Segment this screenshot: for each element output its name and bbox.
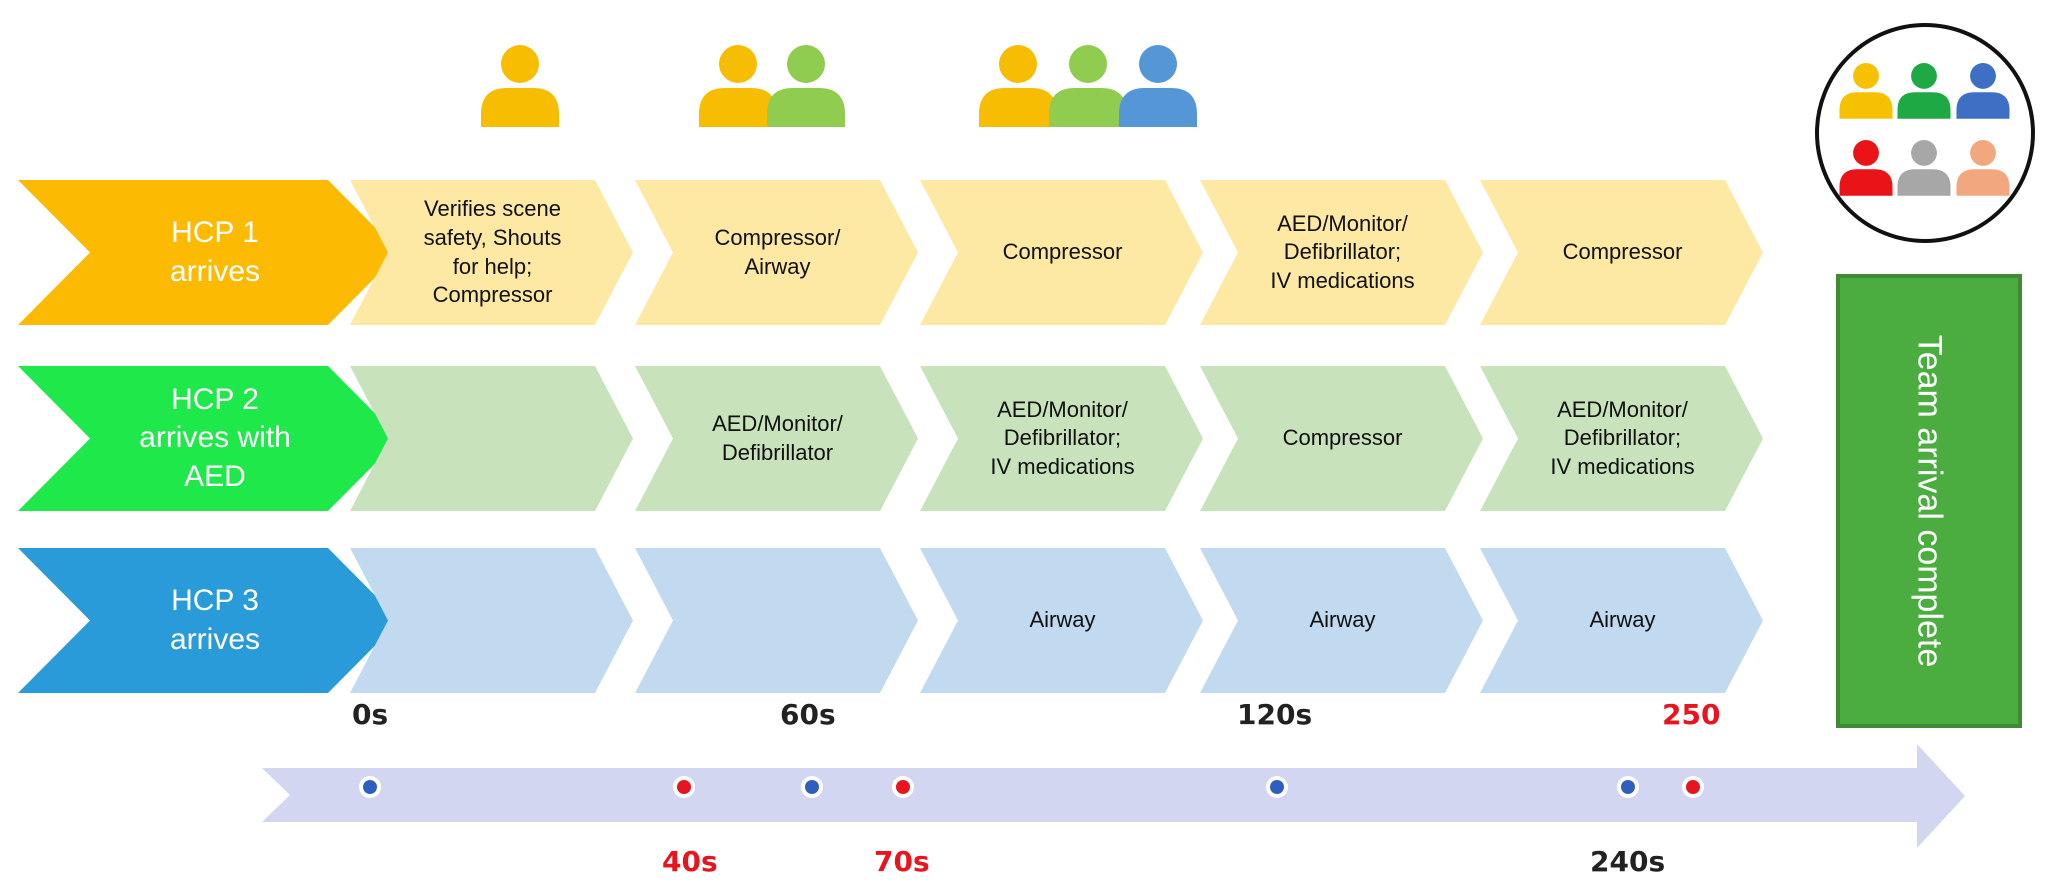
hcp2-stage-2-label: AED/Monitor/ Defibrillator [712, 410, 843, 465]
team-person-icon-3-body [1956, 92, 2010, 119]
person-icon-group1-1-body [481, 88, 559, 127]
hcp3-stage-5-label: Airway [1589, 607, 1656, 633]
hcp2-stage-2-arrow [635, 366, 918, 511]
hcp2-stage-5-arrow [1480, 366, 1763, 511]
hcp3-stage-1-label [380, 548, 605, 693]
timeline-marker-6 [1621, 780, 1635, 794]
hcp1-stage-5-arrow [1480, 180, 1763, 325]
person-icon-group3-2-body [1049, 88, 1127, 127]
team-person-icon-5-body [1897, 169, 1951, 196]
hcp3-stage-4-arrow [1200, 548, 1483, 693]
person-icon-group2-2-head [787, 45, 825, 83]
person-icon-group3-1-body [979, 88, 1057, 127]
team-person-icon-1-body [1839, 92, 1893, 119]
timeline-marker-5 [1270, 780, 1284, 794]
hcp1-stage-3-label: Compressor [1002, 239, 1123, 265]
hcp3-header-label: HCP 3 arrives [169, 584, 260, 656]
ticks_bottom-label-2: 70s [874, 845, 930, 878]
timeline-marker-3 [805, 780, 819, 794]
hcp2-stage-1-label [380, 366, 605, 511]
ticks_top-label-4: 250 [1662, 698, 1721, 731]
hcp1-stage-1-arrow [350, 180, 633, 325]
hcp1-header-arrow [18, 180, 400, 325]
hcp3-stage-2-label [665, 548, 890, 693]
hcp1-stage-3-arrow [920, 180, 1203, 325]
ticks_bottom-label-3: 240s [1590, 845, 1666, 878]
hcp1-header-label: HCP 1 arrives [169, 216, 260, 288]
person-icon-group1-1-head [501, 45, 539, 83]
hcp2-header-arrow [18, 366, 400, 511]
team-person-icon-2-body [1897, 92, 1951, 119]
team-person-icon-3-head [1970, 63, 1996, 89]
hcp3-stage-5-arrow [1480, 548, 1763, 693]
hcp2-stage-1-arrow [350, 366, 633, 511]
person-icon-group2-1-body [699, 88, 777, 127]
person-icon-group3-3-body [1119, 88, 1197, 127]
hcp2-stage-4-label: Compressor [1282, 425, 1403, 451]
person-icon-group2-1-head [719, 45, 757, 83]
team-arrival-box: Team arrival complete [1838, 276, 2020, 726]
team-person-icon-4-body [1839, 169, 1893, 196]
team-arrival-label: Team arrival complete [1910, 334, 1949, 668]
hcp3-stage-1-arrow [350, 548, 633, 693]
hcp1-stage-4-arrow [1200, 180, 1483, 325]
hcp1-stage-2-arrow [635, 180, 918, 325]
person-icon-group3-3-head [1139, 45, 1177, 83]
hcp1-stage-1-label: Verifies scene safety, Shouts for help; … [423, 196, 562, 308]
team-person-icon-5-head [1911, 140, 1937, 166]
hcp3-stage-4-label: Airway [1309, 607, 1376, 633]
hcp2-stage-3-label: AED/Monitor/ Defibrillator; IV medicatio… [990, 396, 1135, 479]
hcp3-header-arrow [18, 548, 400, 693]
hcp3-stage-3-arrow [920, 548, 1203, 693]
team-person-icon-2-head [1911, 63, 1937, 89]
timeline-marker-1 [363, 780, 377, 794]
person-icon-group3-1-head [999, 45, 1037, 83]
hcp1-stage-5-label: Compressor [1562, 239, 1683, 265]
team-person-icon-6-head [1970, 140, 1996, 166]
ticks_top-label-3: 120s [1237, 698, 1313, 731]
person-icon-group2-2-body [767, 88, 845, 127]
ticks_top-label-2: 60s [780, 698, 836, 731]
team-person-icon-4-head [1853, 140, 1879, 166]
team-person-icon-6-body [1956, 169, 2010, 196]
ticks_bottom-label-1: 40s [662, 845, 718, 878]
timeline-marker-4 [896, 780, 910, 794]
timeline-marker-7 [1686, 780, 1700, 794]
team-circle [1815, 23, 2035, 243]
hcp3-stage-3-label: Airway [1029, 607, 1096, 633]
timeline-marker-2 [677, 780, 691, 794]
hcp1-stage-4-label: AED/Monitor/ Defibrillator; IV medicatio… [1270, 210, 1415, 293]
person-icon-group3-2-head [1069, 45, 1107, 83]
hcp3-stage-2-arrow [635, 548, 918, 693]
timeline-arrow [262, 744, 1965, 848]
hcp2-stage-5-label: AED/Monitor/ Defibrillator; IV medicatio… [1550, 396, 1695, 479]
ticks_top-label-1: 0s [352, 698, 389, 731]
team-person-icon-1-head [1853, 63, 1879, 89]
hcp2-stage-4-arrow [1200, 366, 1483, 511]
hcp1-stage-2-label: Compressor/ Airway [714, 224, 841, 279]
team-arrival-box-shape [1836, 274, 2022, 728]
hcp2-header-label: HCP 2 arrives with AED [139, 382, 291, 493]
hcp2-stage-3-arrow [920, 366, 1203, 511]
